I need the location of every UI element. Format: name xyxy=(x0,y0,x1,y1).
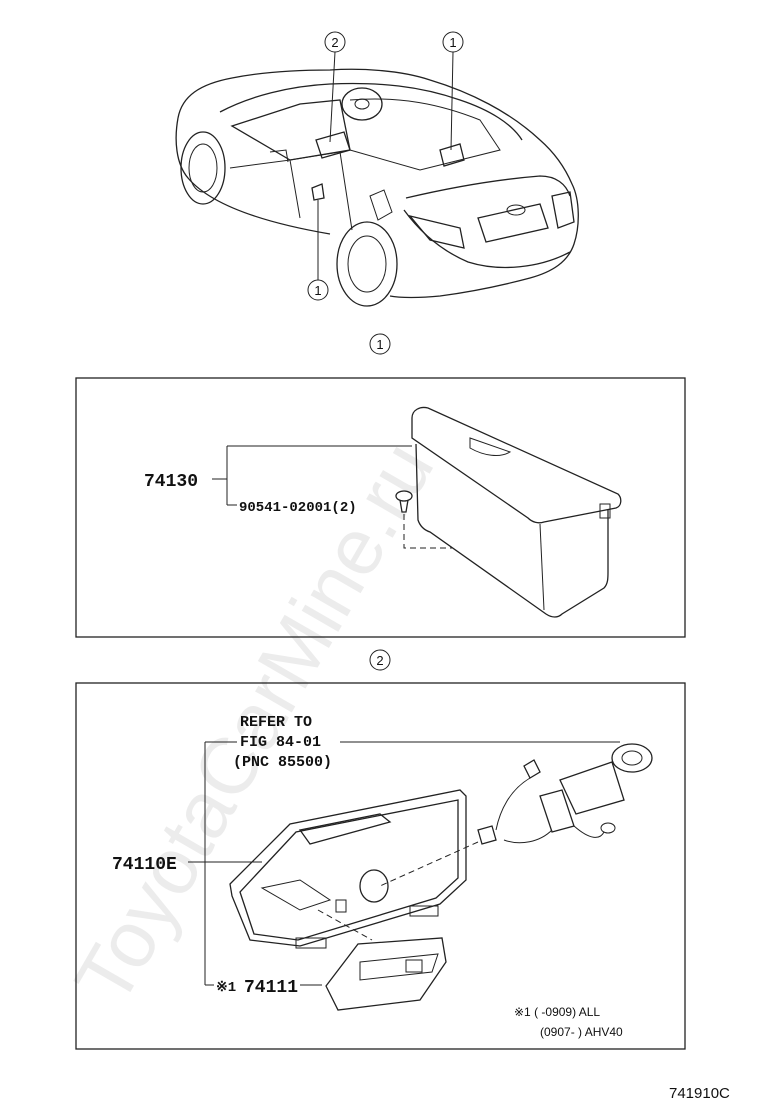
car-illustration xyxy=(175,51,579,307)
refer-line-2: FIG 84-01 xyxy=(240,734,321,751)
lighter-knob xyxy=(611,743,653,773)
section2-frame xyxy=(75,682,686,1050)
part-74111: 74111 xyxy=(244,978,298,998)
callout-label: 1 xyxy=(314,283,321,298)
footnote-line-2: (0907- ) AHV40 xyxy=(540,1025,623,1039)
part-90541-02001: 90541-02001(2) xyxy=(239,500,357,516)
refer-line-3: (PNC 85500) xyxy=(233,754,332,771)
part-74111-mark: ※1 xyxy=(216,980,236,996)
callout-label: 1 xyxy=(449,35,456,50)
callout-2-car: 2 xyxy=(324,31,346,53)
refer-line-1: REFER TO xyxy=(240,714,312,731)
part-74110E: 74110E xyxy=(112,855,177,875)
ash-tray-insert xyxy=(325,937,447,1011)
clip-icon xyxy=(395,490,413,502)
section1-frame xyxy=(75,377,686,638)
figure-code: 741910C xyxy=(669,1085,730,1102)
holder-lid xyxy=(411,406,622,524)
section1-parts: 74130 90541-02001(2) xyxy=(144,406,622,618)
footnote-line-1: ※1 ( -0909) ALL xyxy=(514,1005,600,1019)
callout-1-car-top: 1 xyxy=(442,31,464,53)
section2-callout: 2 xyxy=(369,649,391,671)
callout-1-car-bottom: 1 xyxy=(307,279,329,301)
callout-label: 1 xyxy=(376,337,383,352)
section2-parts: REFER TO FIG 84-01 (PNC 85500) 74110E ※1… xyxy=(112,714,653,1011)
section1-callout: 1 xyxy=(369,333,391,355)
part-74130: 74130 xyxy=(144,472,198,492)
callout-label: 2 xyxy=(376,653,383,668)
callout-label: 2 xyxy=(331,35,338,50)
console-panel xyxy=(229,789,467,947)
